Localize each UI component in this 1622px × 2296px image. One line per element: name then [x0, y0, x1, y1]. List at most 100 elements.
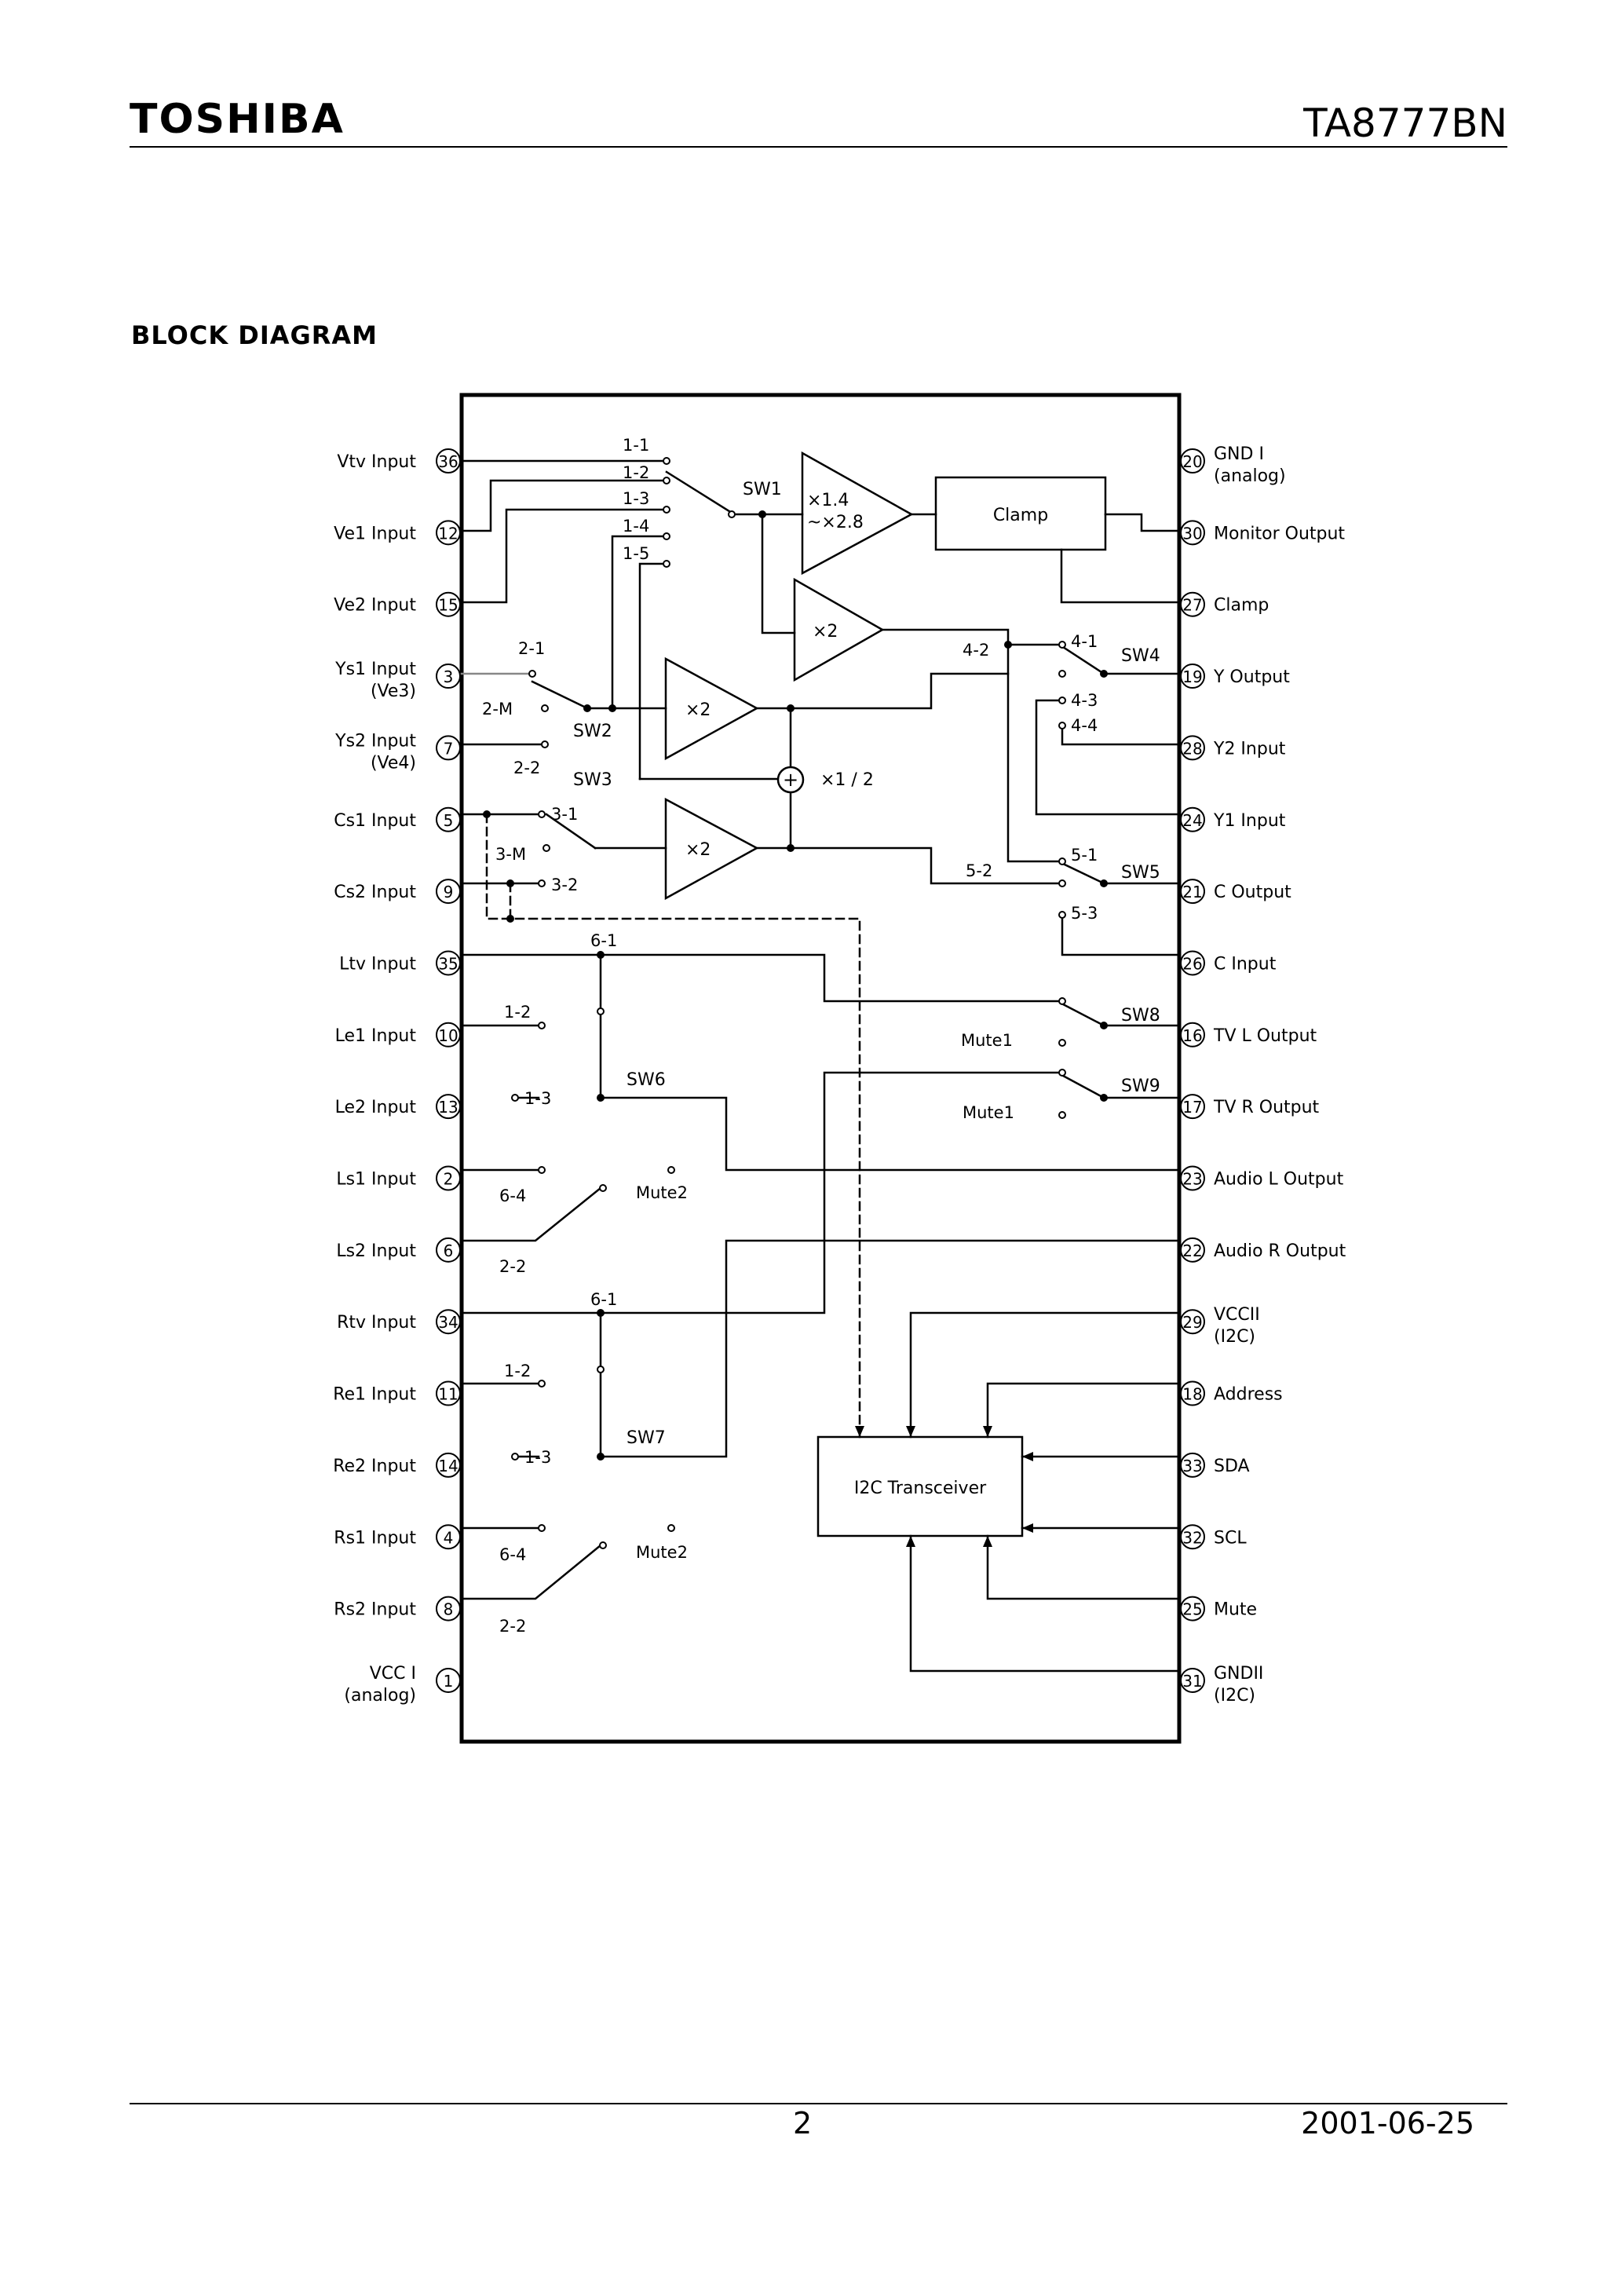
pin-number: 27 — [1182, 596, 1202, 615]
pin-circle — [1180, 591, 1205, 617]
sw-mute2-b — [460, 1544, 602, 1600]
pin-name: Monitor Output — [1214, 524, 1345, 543]
chip-outline — [459, 393, 1182, 1744]
wire-audio-l — [599, 1015, 1181, 1172]
pin-name: Ys1 Input — [334, 660, 416, 679]
sw2-label: SW2 — [573, 722, 612, 741]
pin-name: Clamp — [1214, 596, 1269, 616]
wire-to-sw5 — [881, 628, 1060, 863]
wire-clamp-pin — [1060, 548, 1181, 604]
pin-number: 28 — [1182, 739, 1202, 758]
contact-5-3: 5-3 — [1071, 904, 1098, 923]
pin-subname: (I2C) — [1214, 1327, 1255, 1347]
wire-monitor-out — [1104, 513, 1181, 532]
pin-number: 9 — [444, 883, 454, 901]
contact-l-6-4: 6-4 — [499, 1186, 526, 1205]
pin-name: TV R Output — [1213, 1098, 1320, 1117]
sw8-lever — [1061, 1003, 1105, 1027]
pin-name: Cs1 Input — [334, 811, 416, 831]
pin-circle — [1180, 664, 1205, 689]
pin-subname: (analog) — [344, 1686, 416, 1706]
sw8-label: SW8 — [1121, 1006, 1160, 1026]
sw9-label: SW9 — [1121, 1077, 1160, 1096]
pin-number: 6 — [444, 1241, 454, 1260]
pin-circle — [1180, 1596, 1205, 1621]
pin-name: SDA — [1214, 1457, 1250, 1476]
contact-l-2-2: 2-2 — [499, 1257, 526, 1276]
pin-circle — [1180, 1452, 1205, 1478]
pin-number: 20 — [1182, 452, 1202, 471]
pin-number: 10 — [438, 1026, 458, 1045]
sw4-lever — [1061, 645, 1105, 675]
pin-number: 24 — [1182, 811, 1202, 830]
pin-circle — [436, 1165, 461, 1191]
arrowheads — [855, 1426, 1033, 1547]
wire-gnd2 — [909, 1534, 1181, 1673]
pin-subname: (I2C) — [1214, 1686, 1255, 1706]
amp-x2-label-b: ×2 — [685, 700, 711, 720]
pin-name: Ltv Input — [339, 954, 416, 974]
sw6-label: SW6 — [627, 1070, 666, 1090]
wire-ve1 — [460, 479, 663, 532]
section-title: BLOCK DIAGRAM — [131, 320, 378, 350]
pin-name: VCCII — [1214, 1305, 1260, 1325]
pin-number: 26 — [1182, 954, 1202, 973]
contact-4-3: 4-3 — [1071, 691, 1098, 710]
pin-name: Audio R Output — [1214, 1241, 1346, 1261]
pin-number: 19 — [1182, 667, 1202, 686]
pin-number: 33 — [1182, 1457, 1202, 1475]
pin-circle — [436, 735, 461, 761]
pin-number: 36 — [438, 452, 458, 471]
pin-name: Mute — [1214, 1600, 1257, 1620]
pin-subname: (Ve4) — [371, 753, 416, 773]
mute1-label-b: Mute1 — [963, 1103, 1014, 1122]
pin-number: 18 — [1182, 1385, 1202, 1404]
pin-circle — [436, 950, 461, 976]
pin-subname: (Ve3) — [371, 682, 416, 701]
contact-1-1: 1-1 — [623, 436, 649, 455]
switch-labels: SW1 SW2 SW3 SW4 SW5 SW6 SW7 SW8 SW9 — [573, 480, 1160, 1448]
pin-circle — [1180, 448, 1205, 473]
pin-name: Y Output — [1213, 667, 1290, 687]
sw-mute2-a — [460, 1186, 602, 1242]
contact-1-5: 1-5 — [623, 544, 649, 563]
right-pin: 26 C Input — [1180, 950, 1277, 976]
pin-number: 1 — [444, 1672, 454, 1691]
sw3-label: SW3 — [573, 770, 612, 790]
dashed-control-line — [485, 813, 861, 1439]
i2c-transceiver-block — [816, 1435, 1024, 1537]
pin-circle — [436, 448, 461, 473]
right-pin: 19 Y Output — [1180, 664, 1290, 689]
pin-name: GNDII — [1214, 1664, 1263, 1684]
transceiver-label: I2C Transceiver — [854, 1479, 987, 1498]
sw5-label: SW5 — [1121, 863, 1160, 883]
sw7-label: SW7 — [627, 1428, 666, 1448]
pin-name: C Input — [1214, 954, 1277, 974]
pin-number: 14 — [438, 1457, 458, 1475]
sw5-lever — [1061, 862, 1105, 885]
pin-subname: (analog) — [1214, 466, 1286, 486]
mute2-label-b: Mute2 — [636, 1543, 688, 1562]
pin-circle — [1180, 1667, 1205, 1693]
pin-circle — [436, 1022, 461, 1047]
clamp-label: Clamp — [993, 506, 1048, 525]
pin-number: 32 — [1182, 1528, 1202, 1547]
